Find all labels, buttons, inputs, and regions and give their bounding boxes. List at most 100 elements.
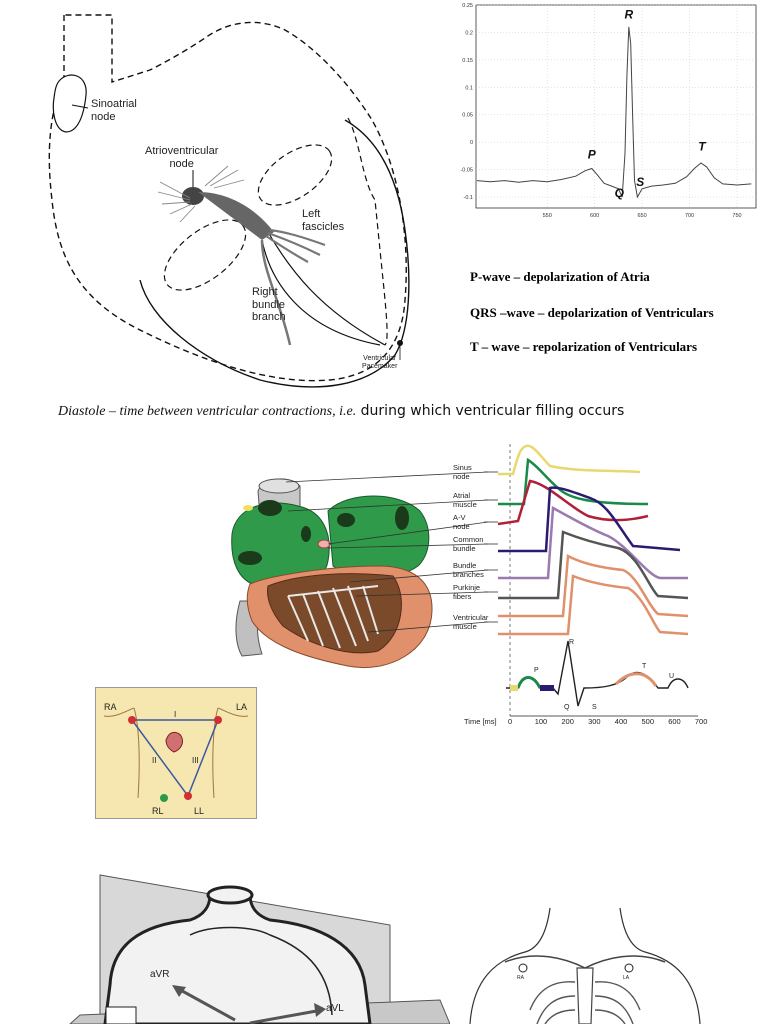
purkinje-network: [287, 585, 379, 649]
conduction-diagram-svg: [231, 478, 433, 668]
einthoven-triangle: [130, 719, 220, 798]
time-tick-label: 400: [614, 717, 628, 726]
y-tick-label: 0.15: [462, 58, 473, 64]
action-potential-traces-svg: [285, 444, 698, 717]
ecg-wave-annotation: T: [698, 139, 707, 153]
left-fascicles-label: Left fascicles: [302, 208, 345, 233]
y-tick-label: 0.25: [462, 3, 473, 9]
label-atrial-muscle: Atrial muscle: [453, 491, 477, 509]
heart-outer-outline: [48, 14, 407, 382]
ecg-label-u: U: [669, 673, 675, 680]
label-purkinje-fibers: Purkinje fibers: [453, 583, 481, 601]
heart-inner-wall: [139, 119, 410, 388]
neck-opening: [206, 885, 254, 905]
x-tick-label: 650: [638, 213, 647, 219]
ventricular-pacemaker-dot: [397, 340, 403, 346]
ecg-wave-annotation: Q: [615, 186, 625, 200]
time-tick-label: 100: [534, 717, 548, 726]
diastole-caption-rest: during which ventricular filling occurs: [356, 403, 625, 419]
av-node: [182, 187, 204, 205]
body-outline: [469, 907, 701, 1025]
ecg-sinus-block: [510, 685, 518, 691]
rl-electrode: [160, 794, 168, 802]
x-tick-label: 550: [543, 213, 552, 219]
av-node-label: Atrioventricular node: [145, 145, 219, 170]
time-tick-label: 700: [694, 717, 708, 726]
ecg-series-line: [476, 26, 752, 199]
box-marker: [105, 1006, 137, 1025]
right-bundle-branch: [260, 239, 292, 346]
sa-node-pointer: [71, 104, 89, 109]
label-lead-i: I: [174, 710, 177, 719]
y-tick-label: 0.2: [465, 30, 473, 36]
clavicles: [504, 955, 666, 969]
label-common-bundle: Common bundle: [453, 535, 484, 553]
label-chest-ra: RA: [517, 975, 524, 981]
heart-conduction-diagram: Sinoatrial node Atrioventricular node Le…: [0, 0, 440, 400]
atrial-spot-5: [301, 526, 311, 542]
time-tick-label: 200: [561, 717, 574, 726]
y-tick-label: 0.05: [462, 113, 473, 119]
avr-arrow: [174, 985, 236, 1022]
ecg-wave-annotation: P: [588, 148, 597, 162]
einthoven-svg: [103, 707, 249, 802]
ecg-label-s: S: [592, 704, 597, 711]
heart-icon: [165, 731, 183, 753]
time-tick-label: 500: [641, 717, 655, 726]
chamber-upper-right: [257, 144, 333, 206]
ribs: [529, 981, 641, 1025]
sinus-node-marker: [243, 505, 253, 511]
ventricle-interior: [267, 573, 402, 654]
label-avr: aVR: [150, 969, 170, 980]
time-tick-label: 600: [668, 717, 681, 726]
septum-line-2: [261, 239, 381, 346]
ecg-wave-annotation: S: [636, 175, 644, 189]
trace-av-node: [497, 479, 649, 526]
label-rl: RL: [152, 806, 164, 816]
trace-atrial-muscle: [498, 457, 649, 506]
conduction-action-potential-diagram: Sinus node Atrial muscle A-V node Common…: [228, 436, 708, 736]
septum-line: [267, 231, 386, 346]
trace-bundle-branches: [498, 505, 688, 580]
trace-purkinje: [498, 530, 689, 600]
ecg-label-r: R: [569, 639, 575, 646]
trace-common-bundle: [498, 486, 681, 553]
trace-sinus-node: [498, 444, 641, 476]
label-sinus-node: Sinus node: [453, 463, 472, 481]
pointer-lines: [285, 471, 489, 633]
y-tick-label: 0.1: [465, 85, 473, 91]
diastole-caption-italic: Diastole – time between ventricular cont…: [58, 404, 357, 419]
heart-outline-svg: [48, 14, 410, 388]
chest-curve: [189, 926, 333, 1016]
av-fibers: [157, 165, 245, 223]
aorta-opening: [258, 478, 300, 494]
avl-arrow: [249, 1008, 323, 1025]
sa-node: [52, 74, 87, 133]
definition-p-wave: P-wave – depolarization of Atria: [470, 269, 650, 284]
atrial-spot-1: [258, 500, 282, 516]
x-tick-label: 600: [590, 213, 599, 219]
chest-leads-diagram: RA LA: [465, 900, 705, 1025]
pacemaker-label: Ventricular Pacemaker: [362, 355, 398, 371]
ra-electrode: [518, 963, 528, 973]
label-ventricular-muscle: Ventricular muscle: [453, 613, 489, 631]
atrial-spot-3: [337, 513, 355, 527]
ecg-wave-annotation: R: [624, 8, 633, 22]
label-arrows: [484, 471, 498, 623]
definition-t-wave: T – wave – repolarization of Ventricular…: [470, 339, 698, 354]
label-ll: LL: [194, 806, 205, 816]
torso-planes-diagram: aVR aVL: [60, 865, 451, 1026]
label-av-node: A-V node: [453, 513, 470, 531]
torso-outline: [103, 707, 249, 799]
time-tick-label: 0: [508, 717, 513, 726]
label-avl: aVL: [326, 1003, 344, 1014]
avl-arrowhead: [314, 1003, 326, 1017]
trace-ventricular-1: [498, 554, 689, 618]
label-lead-ii: II: [152, 756, 157, 765]
atrial-spot-2: [238, 551, 262, 565]
ecg-label-p: P: [534, 667, 539, 674]
avr-arrowhead: [172, 985, 186, 997]
sternum: [576, 967, 594, 1025]
la-electrode: [214, 716, 222, 724]
